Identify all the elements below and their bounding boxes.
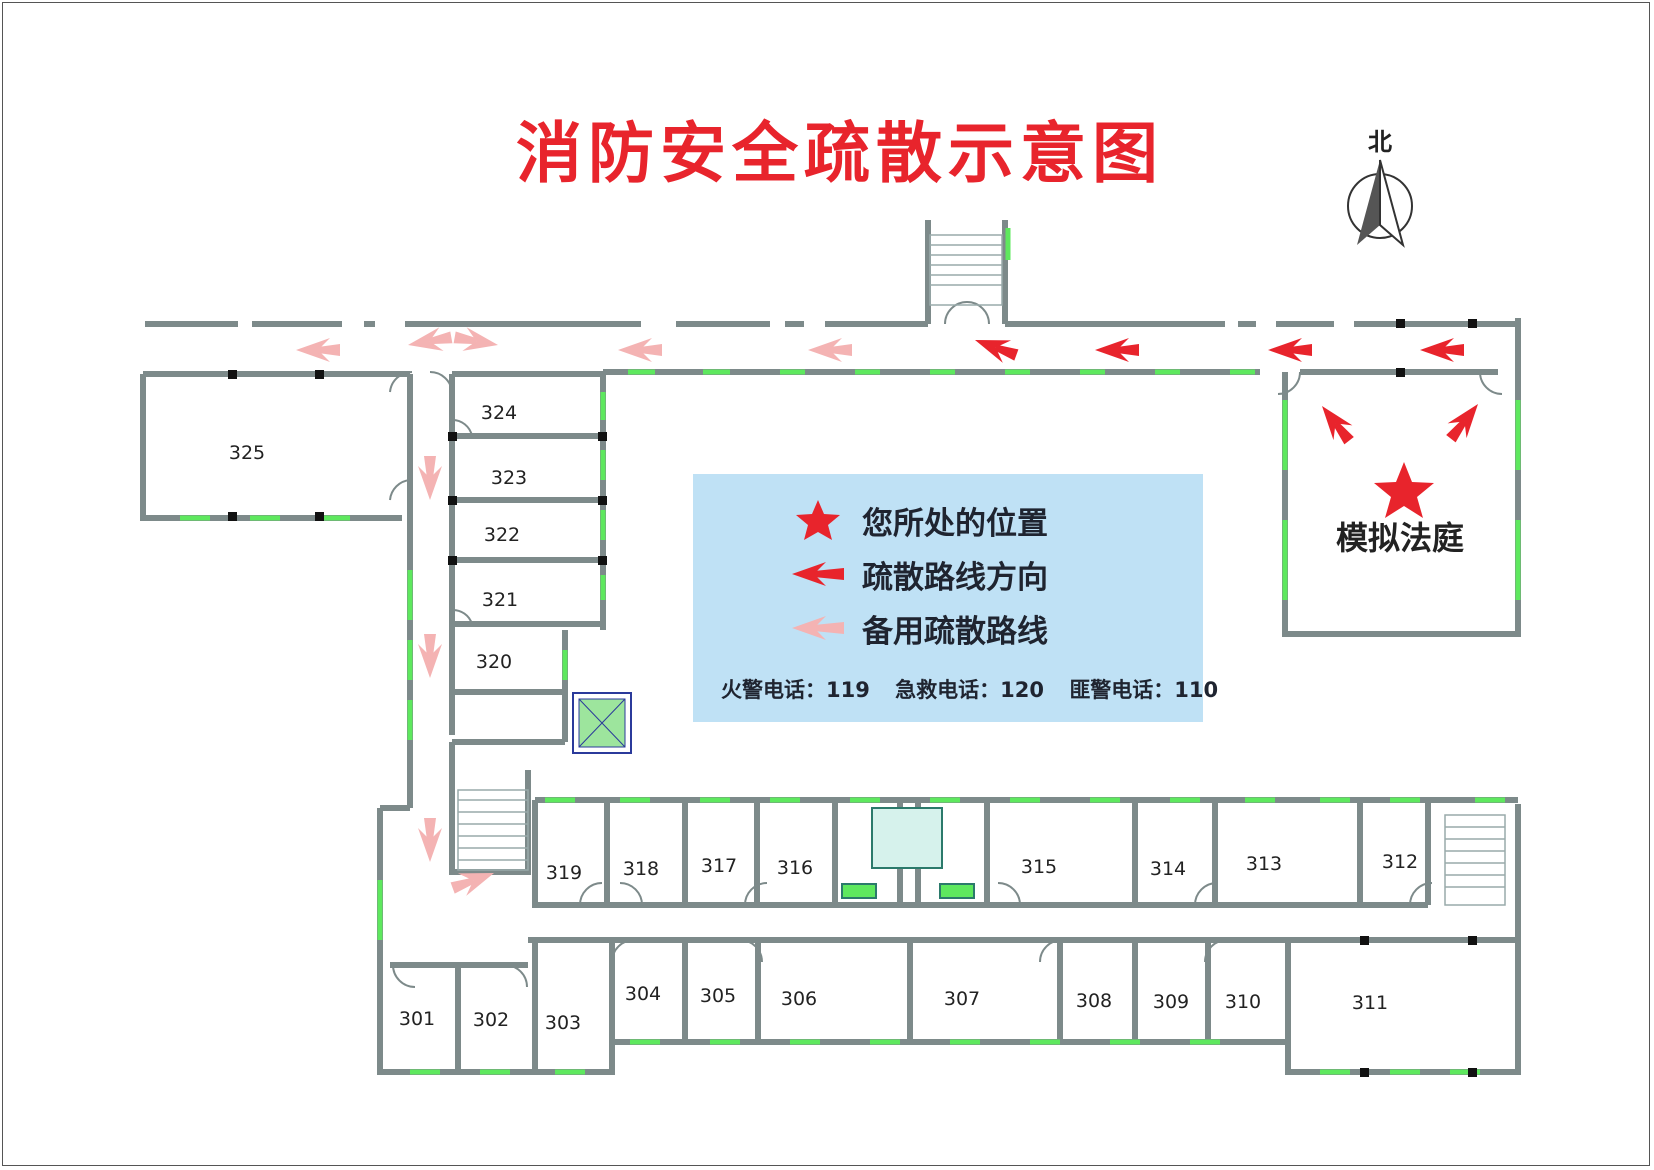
room-309: 309 (1152, 991, 1190, 1013)
room-308: 308 (1075, 990, 1113, 1012)
legend-box: 您所处的位置 疏散路线方向 备用疏散路线 火警电话：119 急救电话：120 匪… (693, 474, 1218, 722)
room-320: 320 (475, 651, 513, 673)
room-316: 316 (776, 857, 814, 879)
room-302: 302 (472, 1009, 510, 1031)
star-icon (796, 500, 840, 540)
legend-row-backup-route: 备用疏散路线 (693, 608, 1048, 650)
emergency-phones: 火警电话：119 急救电话：120 匪警电话：110 (721, 674, 1236, 704)
room-315: 315 (1020, 856, 1058, 878)
room-313: 313 (1245, 853, 1283, 875)
north-label: 北 (1368, 128, 1392, 156)
police-phone: 匪警电话：110 (1069, 678, 1219, 702)
room-301: 301 (398, 1008, 436, 1030)
legend-backup-route-label: 备用疏散路线 (862, 613, 1048, 650)
legend-row-you-are-here: 您所处的位置 (693, 500, 1048, 542)
court-label: 模拟法庭 (1335, 519, 1465, 557)
legend-you-are-here-label: 您所处的位置 (862, 505, 1048, 542)
room-311: 311 (1351, 992, 1389, 1014)
room-310: 310 (1224, 991, 1262, 1013)
room-312: 312 (1381, 851, 1419, 873)
room-305: 305 (699, 985, 737, 1007)
room-306: 306 (780, 988, 818, 1010)
room-314: 314 (1149, 858, 1187, 880)
page-title: 消防安全疏散示意图 (516, 115, 1164, 192)
evac-arrow-icon (792, 562, 844, 586)
room-304: 304 (624, 983, 662, 1005)
room-324: 324 (480, 402, 518, 424)
room-323: 323 (490, 467, 528, 489)
room-319: 319 (545, 862, 583, 884)
evac-arrow-icon (970, 328, 1488, 449)
elevator-icon (572, 692, 632, 754)
room-317: 317 (700, 855, 738, 877)
fire-phone: 火警电话：119 (721, 678, 870, 702)
room-303: 303 (544, 1012, 582, 1034)
room-325: 325 (228, 442, 266, 464)
star-icon (1374, 462, 1434, 518)
room-318: 318 (622, 858, 660, 880)
room-307: 307 (943, 988, 981, 1010)
room-321: 321 (481, 589, 519, 611)
room-322: 322 (483, 524, 521, 546)
backup-arrow-icon (792, 616, 844, 640)
legend-evac-route-label: 疏散路线方向 (862, 559, 1048, 596)
stair-icon (457, 234, 1506, 906)
legend-row-evac-route: 疏散路线方向 (693, 554, 1048, 596)
north-arrow-icon (1347, 159, 1413, 248)
ambulance-phone: 急救电话：120 (895, 678, 1044, 702)
